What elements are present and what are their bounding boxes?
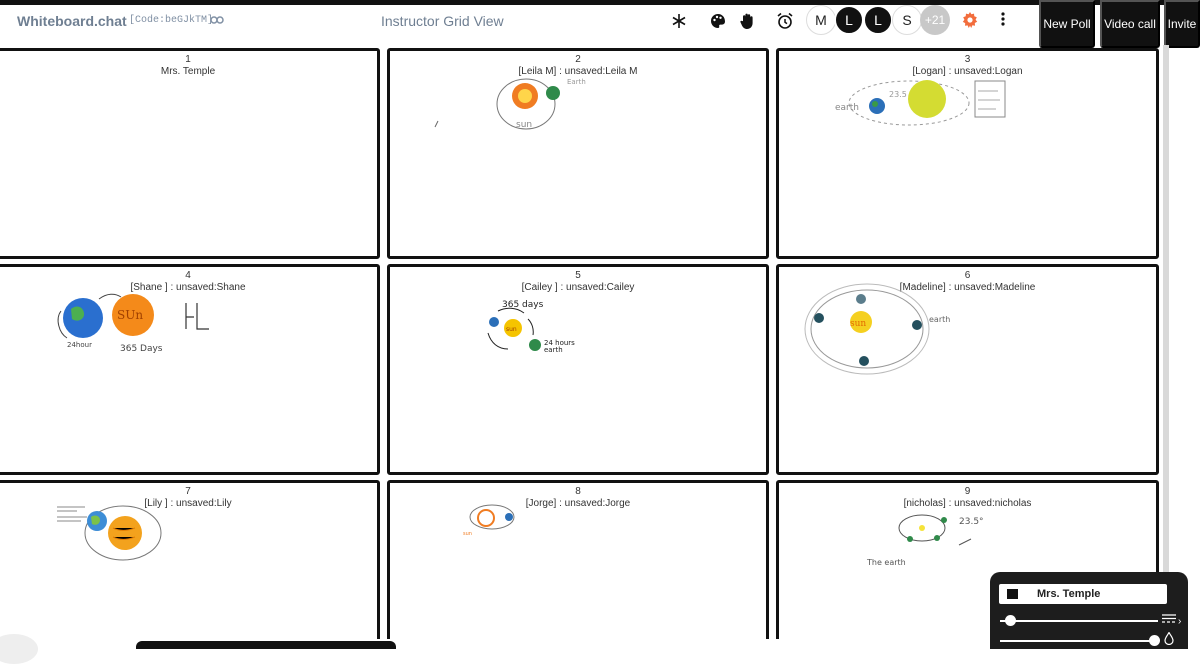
sketch-text: 23.5 [889,90,907,99]
sketch-text: 24hour [67,341,92,349]
palette-icon[interactable] [708,11,728,31]
sketch-text: 365 days [502,300,544,310]
raise-hand-icon[interactable] [738,11,758,31]
chevron-right-icon[interactable]: › [1178,616,1182,627]
user-name-field[interactable]: Mrs. Temple [999,584,1167,604]
sketch-text: earth [835,103,859,113]
board-cell[interactable]: 1 Mrs. Temple [0,48,380,259]
grid-scrollbar[interactable] [1163,45,1169,639]
cell-number: 5 [575,270,581,281]
sketch-text: 365 Days [120,344,163,354]
page-title: Instructor Grid View [381,13,504,29]
cell-number: 1 [185,54,191,65]
sketch-text: 24 hours [544,339,575,347]
invite-button[interactable]: Invite [1164,0,1200,48]
cell-label: [Cailey ] : unsaved:Cailey [521,282,635,293]
cell-number: 4 [185,270,191,281]
gear-icon[interactable] [962,12,978,33]
board-cell[interactable]: 8 [Jorge] : unsaved:Jorge sun [387,480,769,639]
bottom-toolbar[interactable] [136,641,396,649]
opacity-slider[interactable] [1000,640,1158,642]
sketch-text: earth [544,346,563,354]
cell-label: [Madeline] : unsaved:Madeline [899,282,1036,293]
app-brand[interactable]: Whiteboard.chat [17,13,127,29]
more-participants-badge[interactable]: +21 [920,5,950,35]
cell-label: [Leila M] : unsaved:Leila M [518,66,638,77]
size-slider[interactable] [1000,620,1158,622]
student-sketch: earth 23.5 [835,80,1006,126]
sketch-text: The earth [866,558,906,567]
cell-number: 3 [964,54,971,65]
board-cell[interactable]: 4 [Shane ] : unsaved:Shane SUn 365 Days … [0,264,380,475]
cell-number: 9 [964,486,971,497]
sketch-text: sun [850,319,866,329]
snowflake-icon[interactable] [669,11,689,31]
student-sketch: sun earth [804,283,950,375]
student-sketch: SUn 365 Days 24hour [57,293,209,354]
alarm-icon[interactable] [775,11,795,31]
student-sketch: sun [463,504,515,537]
board-cell[interactable]: 5 [Cailey ] : unsaved:Cailey 365 days su… [387,264,769,475]
sketch-text: sun [516,120,532,130]
cell-number: 7 [185,486,191,497]
student-sketch: 365 days sun 24 hours earth [487,300,575,354]
avatar[interactable]: S [892,5,922,35]
color-swatch[interactable] [1007,589,1018,599]
cell-number: 6 [964,270,971,281]
user-name: Mrs. Temple [1037,588,1101,600]
video-call-button[interactable]: Video call [1100,0,1160,48]
sketch-text: sun [463,531,472,537]
bottom-left-handle[interactable] [0,634,38,664]
board-grid: 1 Mrs. Temple 2 [Leila M] : unsaved:Leil… [0,45,1170,639]
sketch-text: Earth [567,78,586,86]
size-slider-knob[interactable] [1005,615,1017,626]
board-cell[interactable]: 6 [Madeline] : unsaved:Madeline sun eart… [776,264,1159,475]
cell-number: 2 [575,54,581,65]
cell-label: Mrs. Temple [160,66,216,77]
board-cell[interactable]: 3 [Logan] : unsaved:Logan earth 23.5 [776,48,1159,259]
board-cell[interactable]: 7 [Lily ] : unsaved:Lily [0,480,380,639]
sketch-text: sun [506,326,517,333]
cell-label: [Lily ] : unsaved:Lily [144,498,232,509]
sketch-text: earth [929,315,950,324]
avatar[interactable]: L [834,5,864,35]
board-cell[interactable]: 2 [Leila M] : unsaved:Leila M sun Earth [387,48,769,259]
avatar[interactable]: M [806,5,836,35]
link-icon[interactable] [210,14,224,28]
top-edge-bar [0,0,1200,5]
sketch-text: 23.5° [959,517,984,527]
kebab-menu-icon[interactable] [1000,11,1006,32]
avatar[interactable]: L [863,5,893,35]
room-code: [Code:beGJkTM] [129,15,214,26]
student-sketch [57,505,162,561]
app-header: Whiteboard.chat [Code:beGJkTM] Instructo… [0,0,1200,48]
new-poll-button[interactable]: New Poll [1039,0,1095,48]
opacity-slider-knob[interactable] [1148,635,1160,646]
student-sketch: 23.5° The earth [866,514,984,567]
cell-label: [Shane ] : unsaved:Shane [130,282,246,293]
cell-label: [Jorge] : unsaved:Jorge [525,498,631,509]
cell-label: [Logan] : unsaved:Logan [912,66,1023,77]
tool-panel: Mrs. Temple › [990,572,1188,649]
line-style-icon[interactable] [1162,614,1176,627]
sketch-text: SUn [117,308,143,322]
cell-label: [nicholas] : unsaved:nicholas [903,498,1032,509]
cell-number: 8 [575,486,581,497]
student-sketch: sun Earth [434,78,586,130]
opacity-drop-icon[interactable] [1164,631,1174,650]
